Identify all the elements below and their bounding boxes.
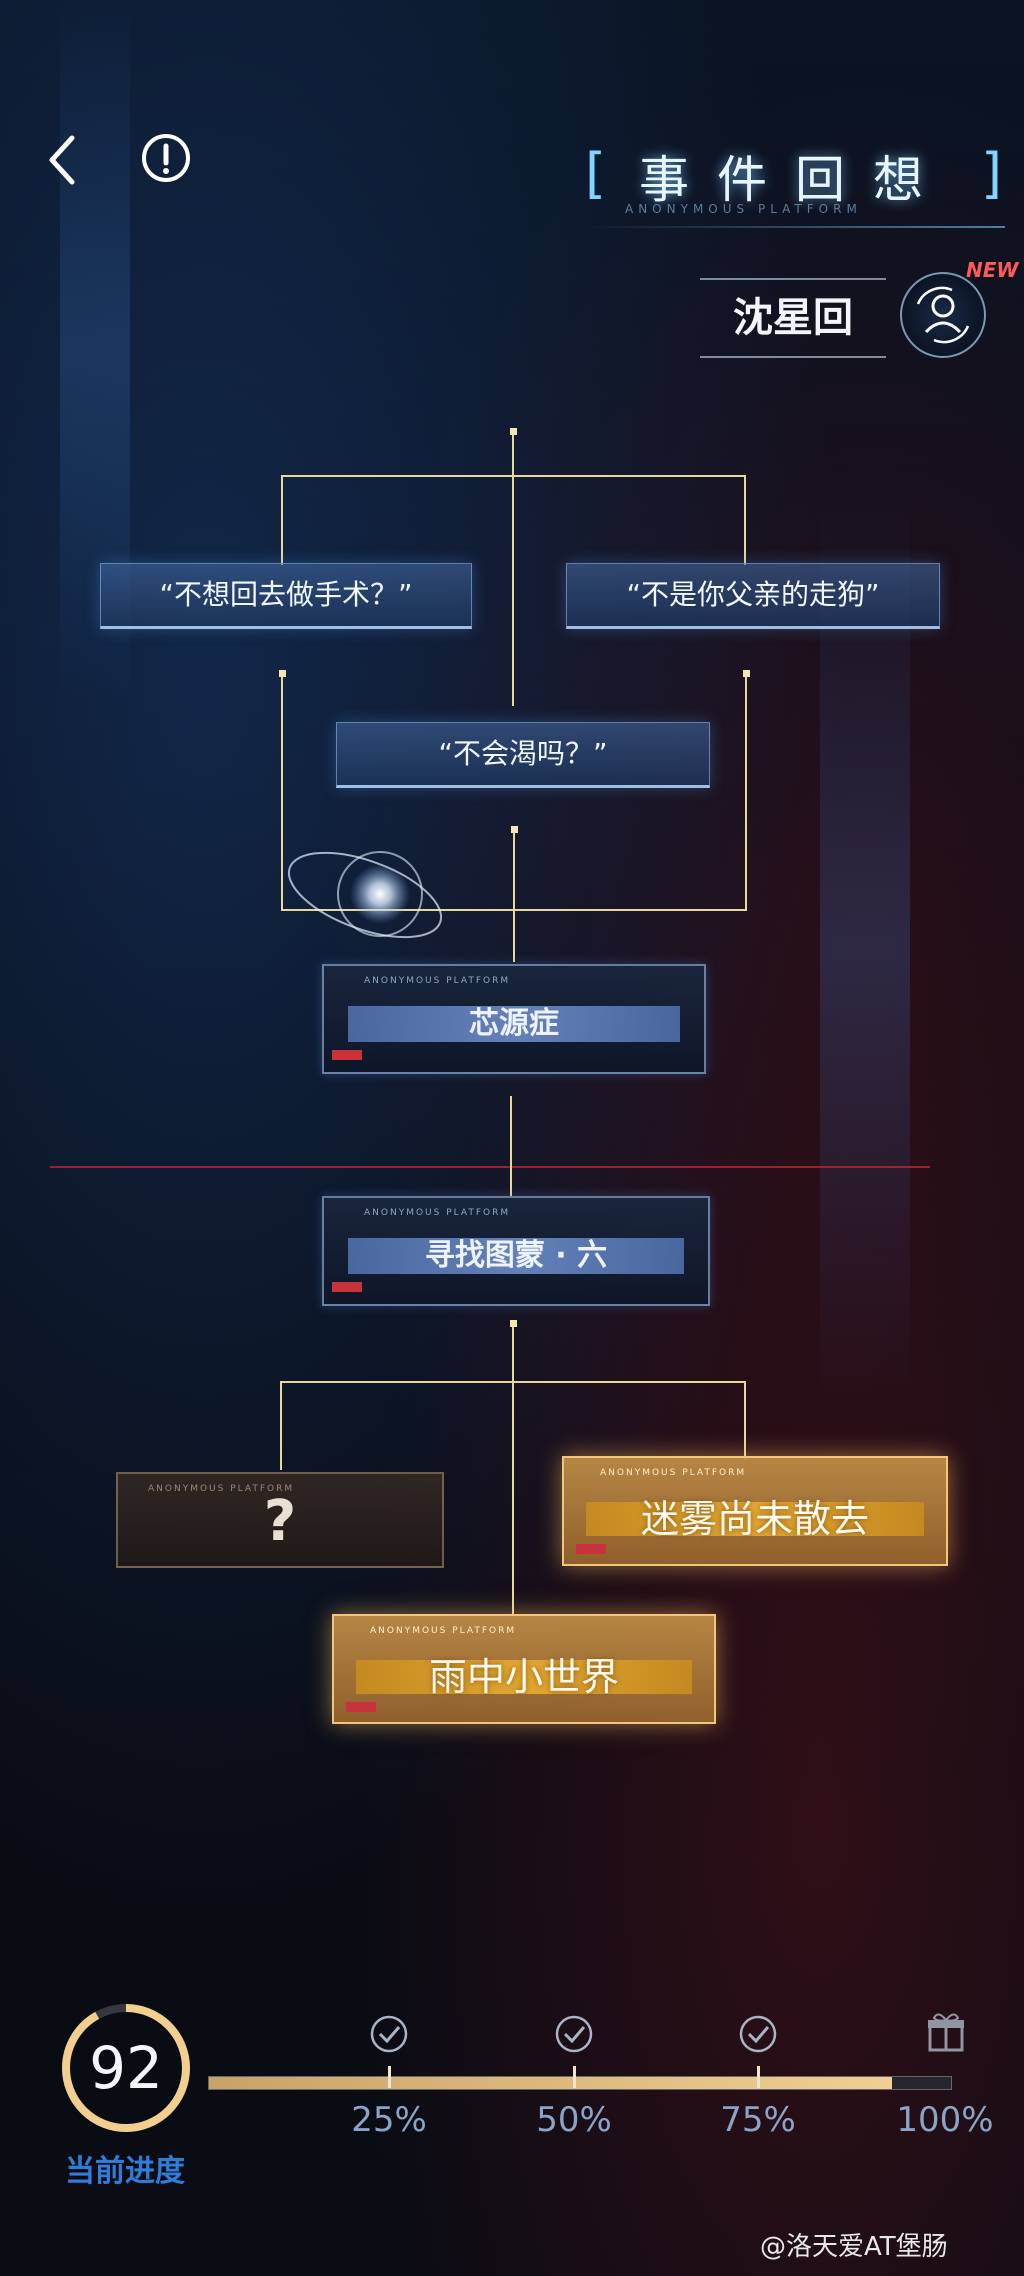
locked-node[interactable]: ANONYMOUS PLATFORM ? [116, 1472, 444, 1568]
page-title: [ 事件回想 ] ANONYMOUS PLATFORM [585, 140, 1005, 230]
event-node-subtitle: ANONYMOUS PLATFORM [364, 1208, 511, 1218]
story-node-tag [576, 1544, 606, 1554]
story-node-gold-right[interactable]: ANONYMOUS PLATFORM 迷雾尚未散去 [562, 1456, 948, 1566]
event-node-label: 芯源症 [469, 1006, 559, 1041]
title-subtitle: ANONYMOUS PLATFORM [625, 202, 862, 216]
event-node-tag [332, 1282, 362, 1292]
title-bracket-right: ] [981, 142, 1003, 205]
story-node-bar [586, 1502, 924, 1536]
title-underline [585, 226, 1005, 228]
person-swap-icon [916, 286, 970, 344]
progress-value: 92 [89, 2034, 163, 2102]
watermark-text: @洛天爱AT堡肠 [760, 2232, 948, 2262]
current-position-orb-icon [287, 851, 443, 939]
event-node-bar [348, 1006, 680, 1042]
progress-track [208, 2076, 952, 2090]
locked-node-label: ? [263, 1489, 297, 1554]
milestone-tick [757, 2066, 760, 2088]
dialogue-node-right[interactable]: “不是你父亲的走狗” [566, 563, 940, 629]
progress-ring [62, 2004, 190, 2132]
gift-reward-icon[interactable] [926, 2010, 966, 2054]
milestone-tick [388, 2066, 391, 2088]
story-node-subtitle: ANONYMOUS PLATFORM [600, 1468, 747, 1478]
story-node-subtitle: ANONYMOUS PLATFORM [370, 1626, 517, 1636]
info-icon[interactable] [140, 132, 192, 184]
event-node-bar [348, 1238, 684, 1274]
dialogue-node-left[interactable]: “不想回去做手术？” [100, 563, 472, 629]
story-node-label: 雨中小世界 [428, 1655, 619, 1699]
dialogue-node-center[interactable]: “不会渴吗？” [336, 722, 710, 788]
title-bracket-left: [ [585, 142, 607, 205]
milestone-label-50: 50% [536, 2100, 612, 2140]
bg-red-line [50, 1166, 930, 1168]
progress-label: 当前进度 [65, 2154, 185, 2189]
character-name[interactable]: 沈星回 [700, 278, 886, 358]
story-node-label: 迷雾尚未散去 [640, 1497, 869, 1541]
milestone-label-100: 100% [896, 2100, 994, 2140]
new-badge: NEW [966, 258, 1019, 282]
story-node-gold-center[interactable]: ANONYMOUS PLATFORM 雨中小世界 [332, 1614, 716, 1724]
event-node-label: 寻找图蒙 · 六 [424, 1238, 608, 1273]
story-node-bar [356, 1660, 692, 1694]
milestone-label-75: 75% [720, 2100, 796, 2140]
milestone-label-25: 25% [351, 2100, 427, 2140]
back-arrow-icon[interactable] [40, 130, 90, 190]
event-node-2[interactable]: ANONYMOUS PLATFORM 寻找图蒙 · 六 [322, 1196, 710, 1306]
character-switch-button[interactable] [900, 272, 986, 358]
event-node-1[interactable]: ANONYMOUS PLATFORM 芯源症 [322, 964, 706, 1074]
event-node-subtitle: ANONYMOUS PLATFORM [364, 976, 511, 986]
progress-fill [209, 2077, 892, 2089]
milestone-check-icon[interactable] [738, 2014, 778, 2054]
milestone-check-icon[interactable] [369, 2014, 409, 2054]
milestone-tick [573, 2066, 576, 2088]
event-node-tag [332, 1050, 362, 1060]
title-text: 事件回想 [639, 151, 951, 209]
milestone-check-icon[interactable] [554, 2014, 594, 2054]
story-node-tag [346, 1702, 376, 1712]
bg-light-stripe [820, 500, 910, 1400]
locked-node-subtitle: ANONYMOUS PLATFORM [148, 1484, 295, 1494]
